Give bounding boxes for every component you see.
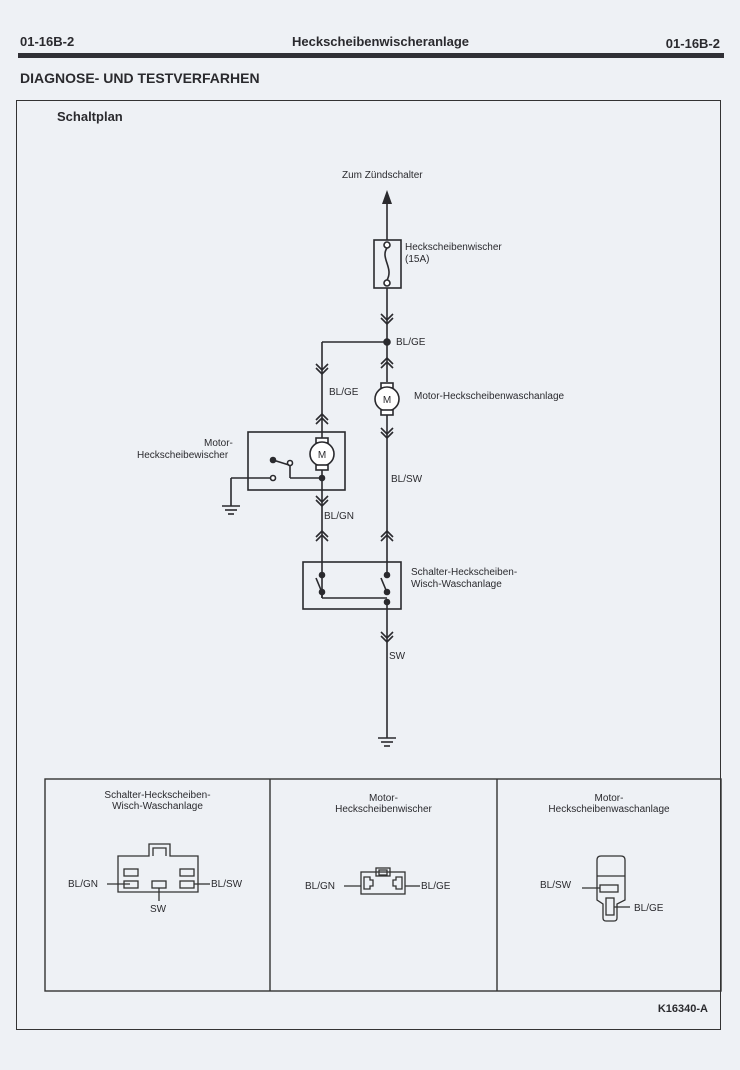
header-rule: [18, 53, 724, 58]
connector-chevron-icon: [315, 495, 329, 508]
page-number-left: 01-16B-2: [20, 34, 75, 49]
switch-contact-icon: [315, 577, 322, 591]
connector-3-pin-left: BL/SW: [540, 880, 572, 891]
wire-label-junction: BL/GE: [396, 337, 426, 348]
connector-1-pin-right: BL/SW: [211, 879, 243, 890]
park-switch-icon: [272, 459, 290, 466]
connector-chevron-icon: [315, 529, 329, 542]
connector-chevron-icon: [380, 427, 394, 440]
connector-2-pin-left: BL/GN: [305, 881, 336, 892]
wiper-motor-box: [247, 431, 346, 491]
washer-motor-label: Motor-Heckscheibenwaschanlage: [414, 391, 565, 402]
wiper-motor-connector-icon: [344, 867, 420, 895]
connector-chevron-icon: [380, 356, 394, 369]
switch-box: [302, 561, 402, 610]
wire-label-ground: SW: [389, 651, 406, 662]
wiper-motor-symbol: M: [318, 450, 326, 461]
wire-label-wiper-feed: BL/GE: [329, 387, 359, 398]
connector-2-title-2: Heckscheibenwischer: [335, 804, 432, 815]
section-title: DIAGNOSE- UND TESTVERFARHEN: [20, 70, 260, 86]
supply-arrow-icon: [382, 190, 392, 204]
connector-panel: [44, 778, 722, 992]
wire-label-wiper-switch: BL/GN: [324, 511, 355, 522]
connector-chevron-icon: [315, 363, 329, 376]
switch-connector-icon: [107, 843, 210, 901]
washer-motor-symbol: M: [383, 395, 391, 406]
connector-1-pin-left: BL/GN: [68, 879, 99, 890]
connector-3-title-1: Motor-: [594, 793, 624, 804]
connector-3-pin-right: BL/GE: [634, 903, 664, 914]
figure-reference: K16340-A: [657, 1003, 708, 1015]
switch-label-1: Schalter-Heckscheiben-: [411, 567, 518, 578]
connector-2-title-1: Motor-: [369, 793, 398, 804]
wiper-motor-label-2: Heckscheibewischer: [137, 450, 229, 461]
connector-1-pin-bottom: SW: [150, 904, 167, 915]
connector-chevron-icon: [380, 529, 394, 542]
connector-chevron-icon: [380, 631, 394, 644]
schematic-title: Schaltplan: [57, 109, 123, 124]
fuse-rating-label: (15A): [405, 254, 430, 265]
connector-chevron-icon: [315, 412, 329, 425]
connector-1-title-2: Wisch-Waschanlage: [112, 801, 203, 812]
page-number-right: 01-16B-2: [665, 36, 720, 51]
figure-frame: [16, 100, 721, 1030]
wiper-motor-label-1: Motor-: [204, 438, 233, 449]
supply-label: Zum Zündschalter: [342, 170, 423, 181]
connector-3-title-2: Heckscheibenwaschanlage: [548, 804, 670, 815]
fuse-name-label: Heckscheibenwischer: [405, 242, 502, 253]
switch-contact-icon: [380, 577, 387, 591]
connector-chevron-icon: [380, 313, 394, 326]
connector-1-title-1: Schalter-Heckscheiben-: [104, 790, 211, 801]
page-header-title: Heckscheibenwischeranlage: [292, 34, 470, 49]
washer-motor-connector-icon: [582, 855, 630, 922]
wire-label-washer-switch: BL/SW: [391, 474, 423, 485]
connector-2-pin-right: BL/GE: [421, 881, 451, 892]
motor-brush-bottom: [315, 464, 329, 471]
switch-label-2: Wisch-Waschanlage: [411, 579, 502, 590]
